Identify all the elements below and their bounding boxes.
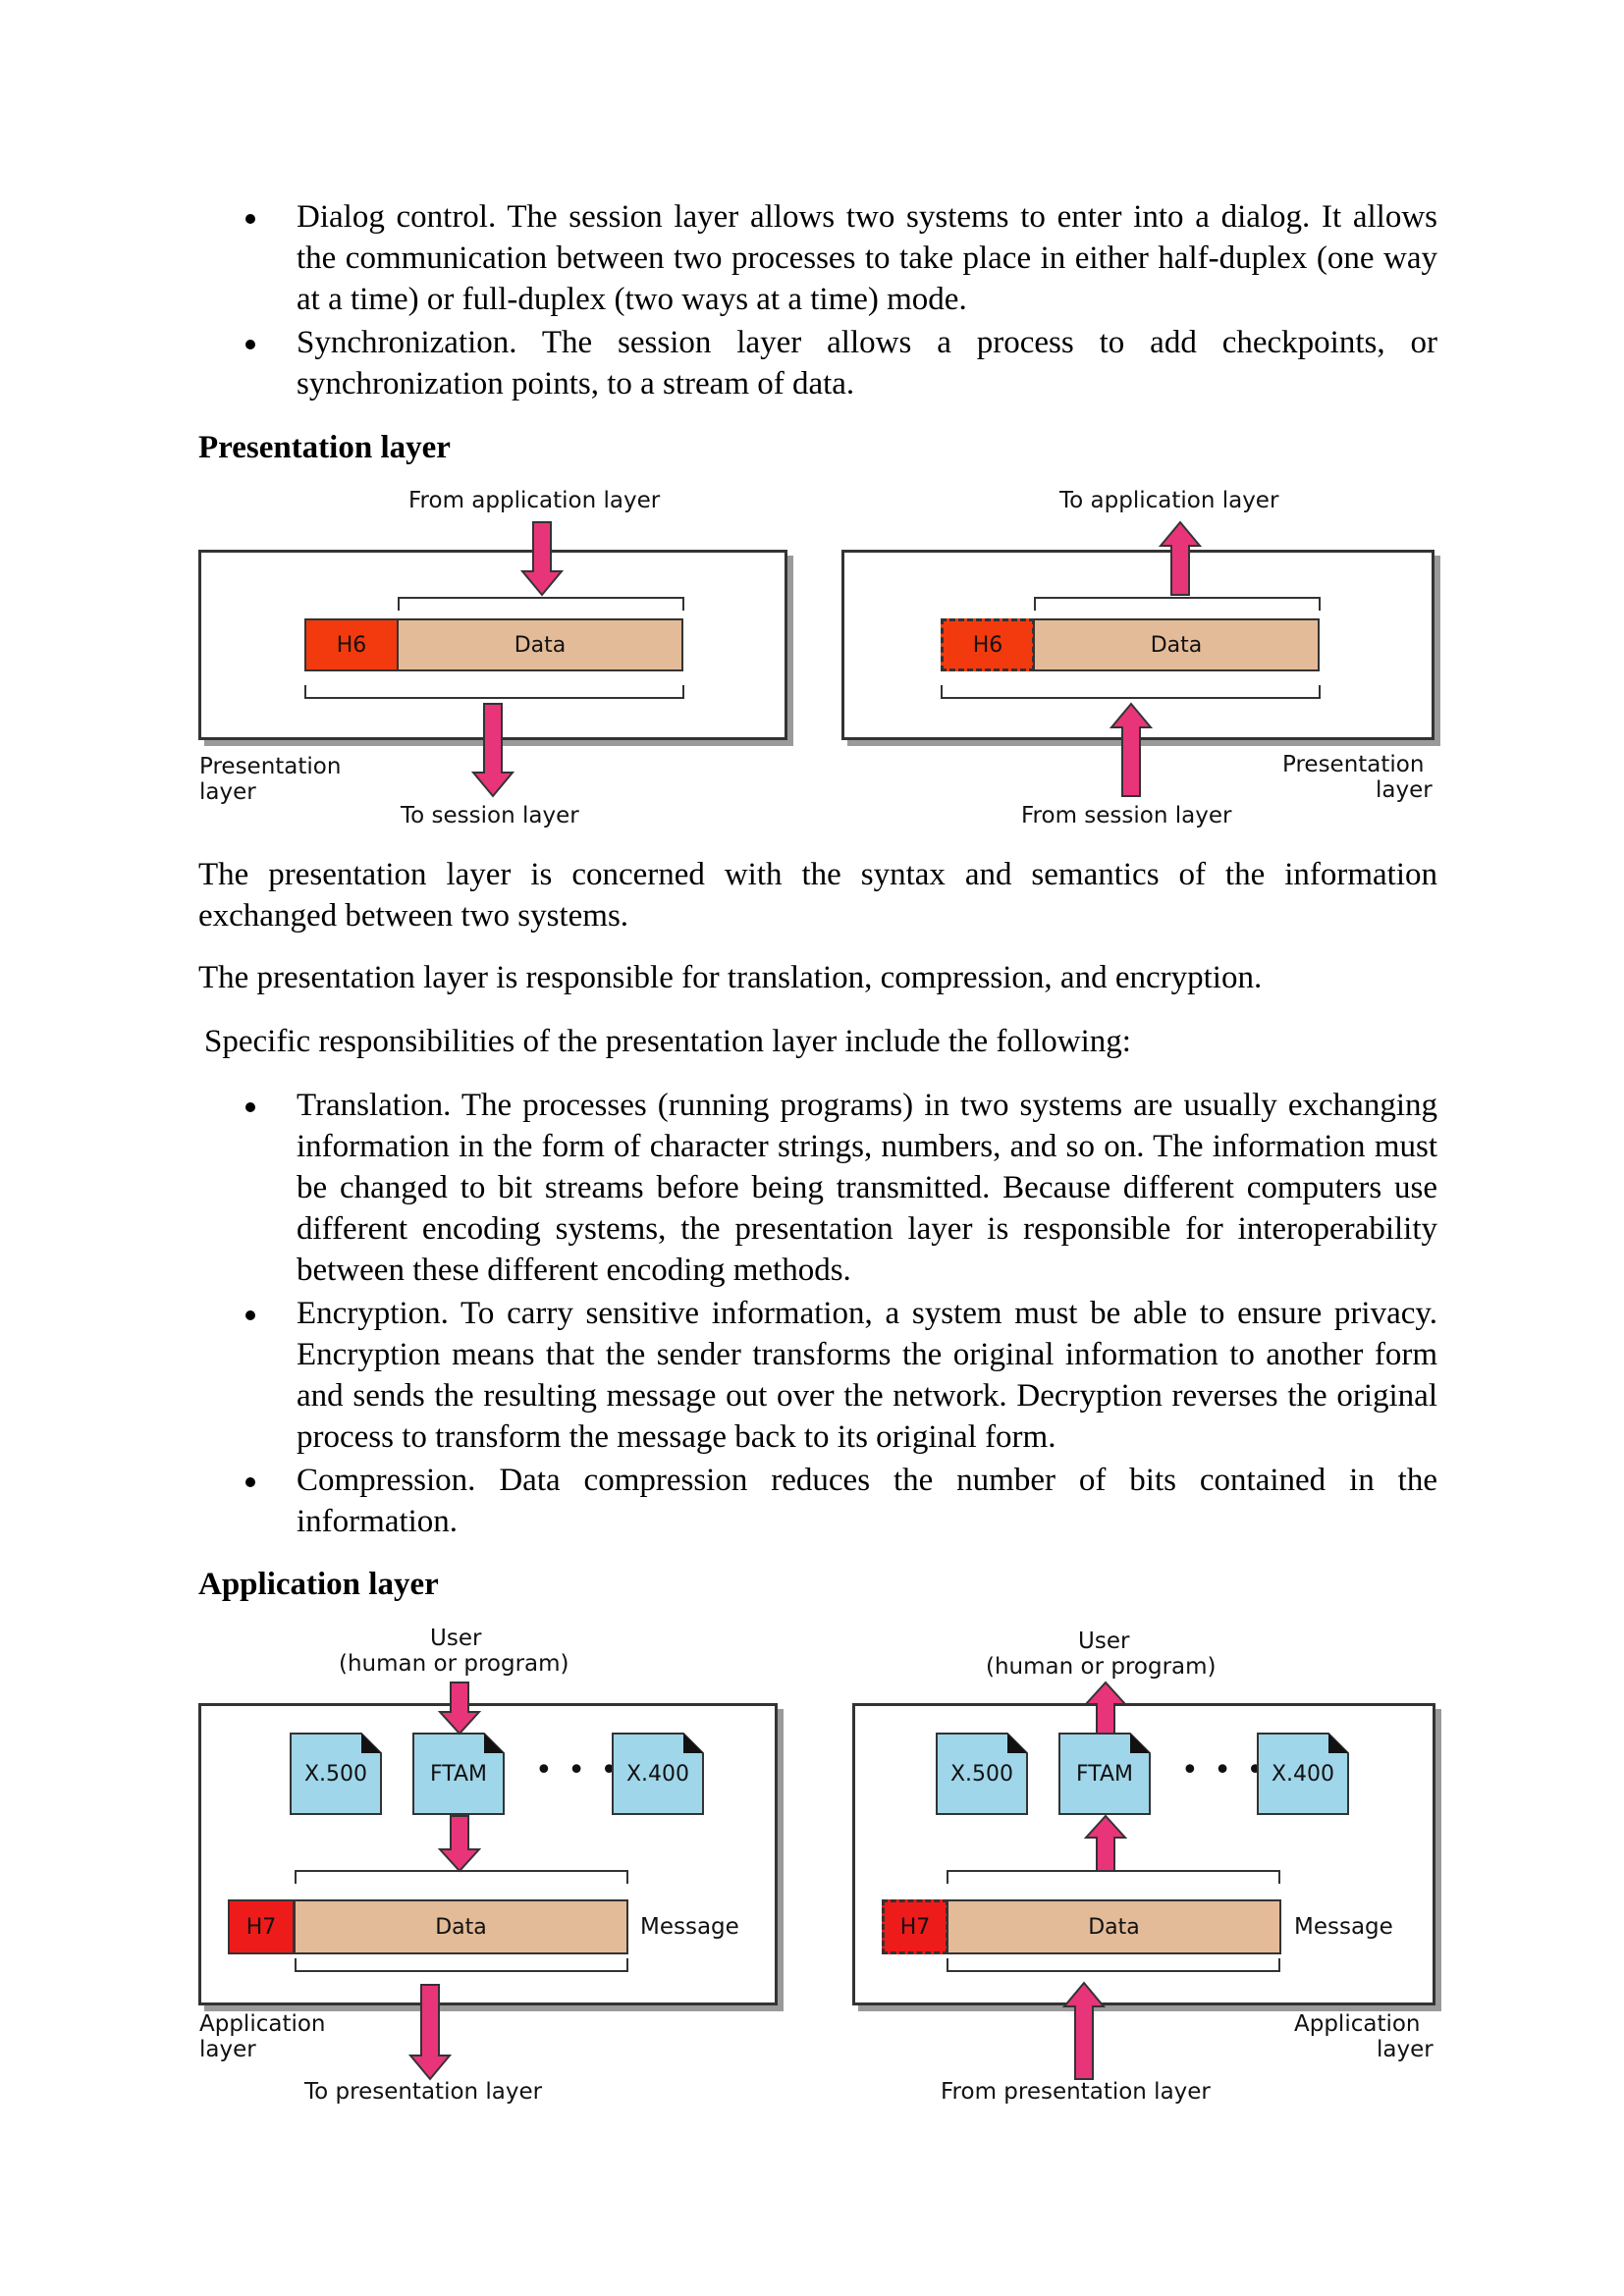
up-arrow-icon (1110, 702, 1153, 797)
paragraph: Specific responsibilities of the present… (204, 1024, 1131, 1059)
x500-document: X.500 (290, 1733, 382, 1815)
diagram-bottom-label: From presentation layer (941, 2079, 1211, 2105)
doc-label: FTAM (1075, 1762, 1134, 1787)
bullet-icon (245, 1310, 255, 1320)
section-heading: Presentation layer (198, 430, 451, 465)
session-bullet-list: Dialog control. The session layer allows… (245, 196, 1437, 406)
section-heading: Application layer (198, 1567, 439, 1602)
user-label: (human or program) (986, 1654, 1217, 1680)
side-label: layer (199, 779, 256, 805)
side-label: Application (199, 2011, 326, 2037)
header-h6: H6 (304, 618, 399, 671)
side-label: Presentation (199, 754, 342, 779)
down-arrow-icon (471, 703, 514, 798)
bracket (304, 685, 684, 699)
up-arrow-icon (1084, 1681, 1127, 1735)
document-icon (1058, 1733, 1151, 1815)
list-item: Encryption. To carry sensitive informati… (245, 1293, 1437, 1458)
header-h7: H7 (882, 1899, 948, 1954)
bullet-text: Translation. The processes (running prog… (297, 1088, 1437, 1288)
paragraph: The presentation layer is responsible fo… (198, 960, 1263, 995)
list-item: Translation. The processes (running prog… (245, 1085, 1437, 1291)
bullet-text: Synchronization. The session layer allow… (297, 325, 1437, 401)
side-label: Presentation (1282, 752, 1425, 777)
bracket (398, 597, 684, 611)
bullet-icon (245, 214, 255, 224)
document-icon (412, 1733, 505, 1815)
paragraph: The presentation layer is concerned with… (198, 857, 1437, 934)
diagram-top-label: To application layer (1059, 488, 1279, 513)
down-arrow-icon (438, 1815, 481, 1873)
bullet-icon (245, 1477, 255, 1487)
doc-label: FTAM (429, 1762, 488, 1787)
document-icon (290, 1733, 382, 1815)
down-arrow-icon (438, 1682, 481, 1735)
x400-document: X.400 (612, 1733, 704, 1815)
bullet-icon (245, 1102, 255, 1112)
diagram-bottom-label: From session layer (1021, 803, 1232, 828)
header-h6: H6 (941, 618, 1035, 671)
up-arrow-icon (1159, 520, 1202, 596)
document-icon (612, 1733, 704, 1815)
data-field: Data (294, 1899, 628, 1954)
doc-label: X.400 (625, 1762, 690, 1787)
side-label: layer (1377, 2037, 1434, 2062)
presentation-bullet-list: Translation. The processes (running prog… (245, 1085, 1437, 1544)
doc-label: X.500 (949, 1762, 1014, 1787)
message-label: Message (1294, 1914, 1393, 1940)
bracket (295, 1870, 628, 1884)
bracket (947, 1958, 1280, 1972)
user-label: User (1078, 1629, 1130, 1654)
doc-label: X.500 (303, 1762, 368, 1787)
user-label: User (430, 1626, 482, 1651)
list-item: Compression. Data compression reduces th… (245, 1460, 1437, 1542)
doc-label: X.400 (1271, 1762, 1335, 1787)
bullet-text: Encryption. To carry sensitive informati… (297, 1296, 1437, 1455)
bracket (947, 1870, 1280, 1884)
header-h7: H7 (228, 1899, 295, 1954)
up-arrow-icon (1062, 1981, 1106, 2080)
data-field: Data (397, 618, 683, 671)
bullet-text: Compression. Data compression reduces th… (297, 1463, 1437, 1539)
ftam-document: FTAM (412, 1733, 505, 1815)
up-arrow-icon (1084, 1814, 1127, 1872)
bracket (1034, 597, 1321, 611)
x500-document: X.500 (936, 1733, 1028, 1815)
document-icon (936, 1733, 1028, 1815)
message-label: Message (640, 1914, 739, 1940)
diagram-bottom-label: To session layer (401, 803, 579, 828)
list-item: Dialog control. The session layer allows… (245, 196, 1437, 320)
bullet-icon (245, 340, 255, 349)
diagram-top-label: From application layer (408, 488, 661, 513)
diagram-bottom-label: To presentation layer (304, 2079, 543, 2105)
ellipsis: • • • (535, 1753, 622, 1788)
ellipsis: • • • (1181, 1753, 1268, 1788)
bullet-text: Dialog control. The session layer allows… (297, 199, 1437, 317)
list-item: Synchronization. The session layer allow… (245, 322, 1437, 404)
down-arrow-icon (408, 1984, 452, 2081)
data-field: Data (1033, 618, 1320, 671)
document-icon (1257, 1733, 1349, 1815)
user-label: (human or program) (339, 1651, 569, 1677)
x400-document: X.400 (1257, 1733, 1349, 1815)
bracket (941, 685, 1321, 699)
down-arrow-icon (520, 521, 564, 597)
side-label: layer (199, 2037, 256, 2062)
data-field: Data (947, 1899, 1281, 1954)
ftam-document: FTAM (1058, 1733, 1151, 1815)
side-label: layer (1376, 777, 1433, 803)
bracket (295, 1958, 628, 1972)
side-label: Application (1294, 2011, 1421, 2037)
